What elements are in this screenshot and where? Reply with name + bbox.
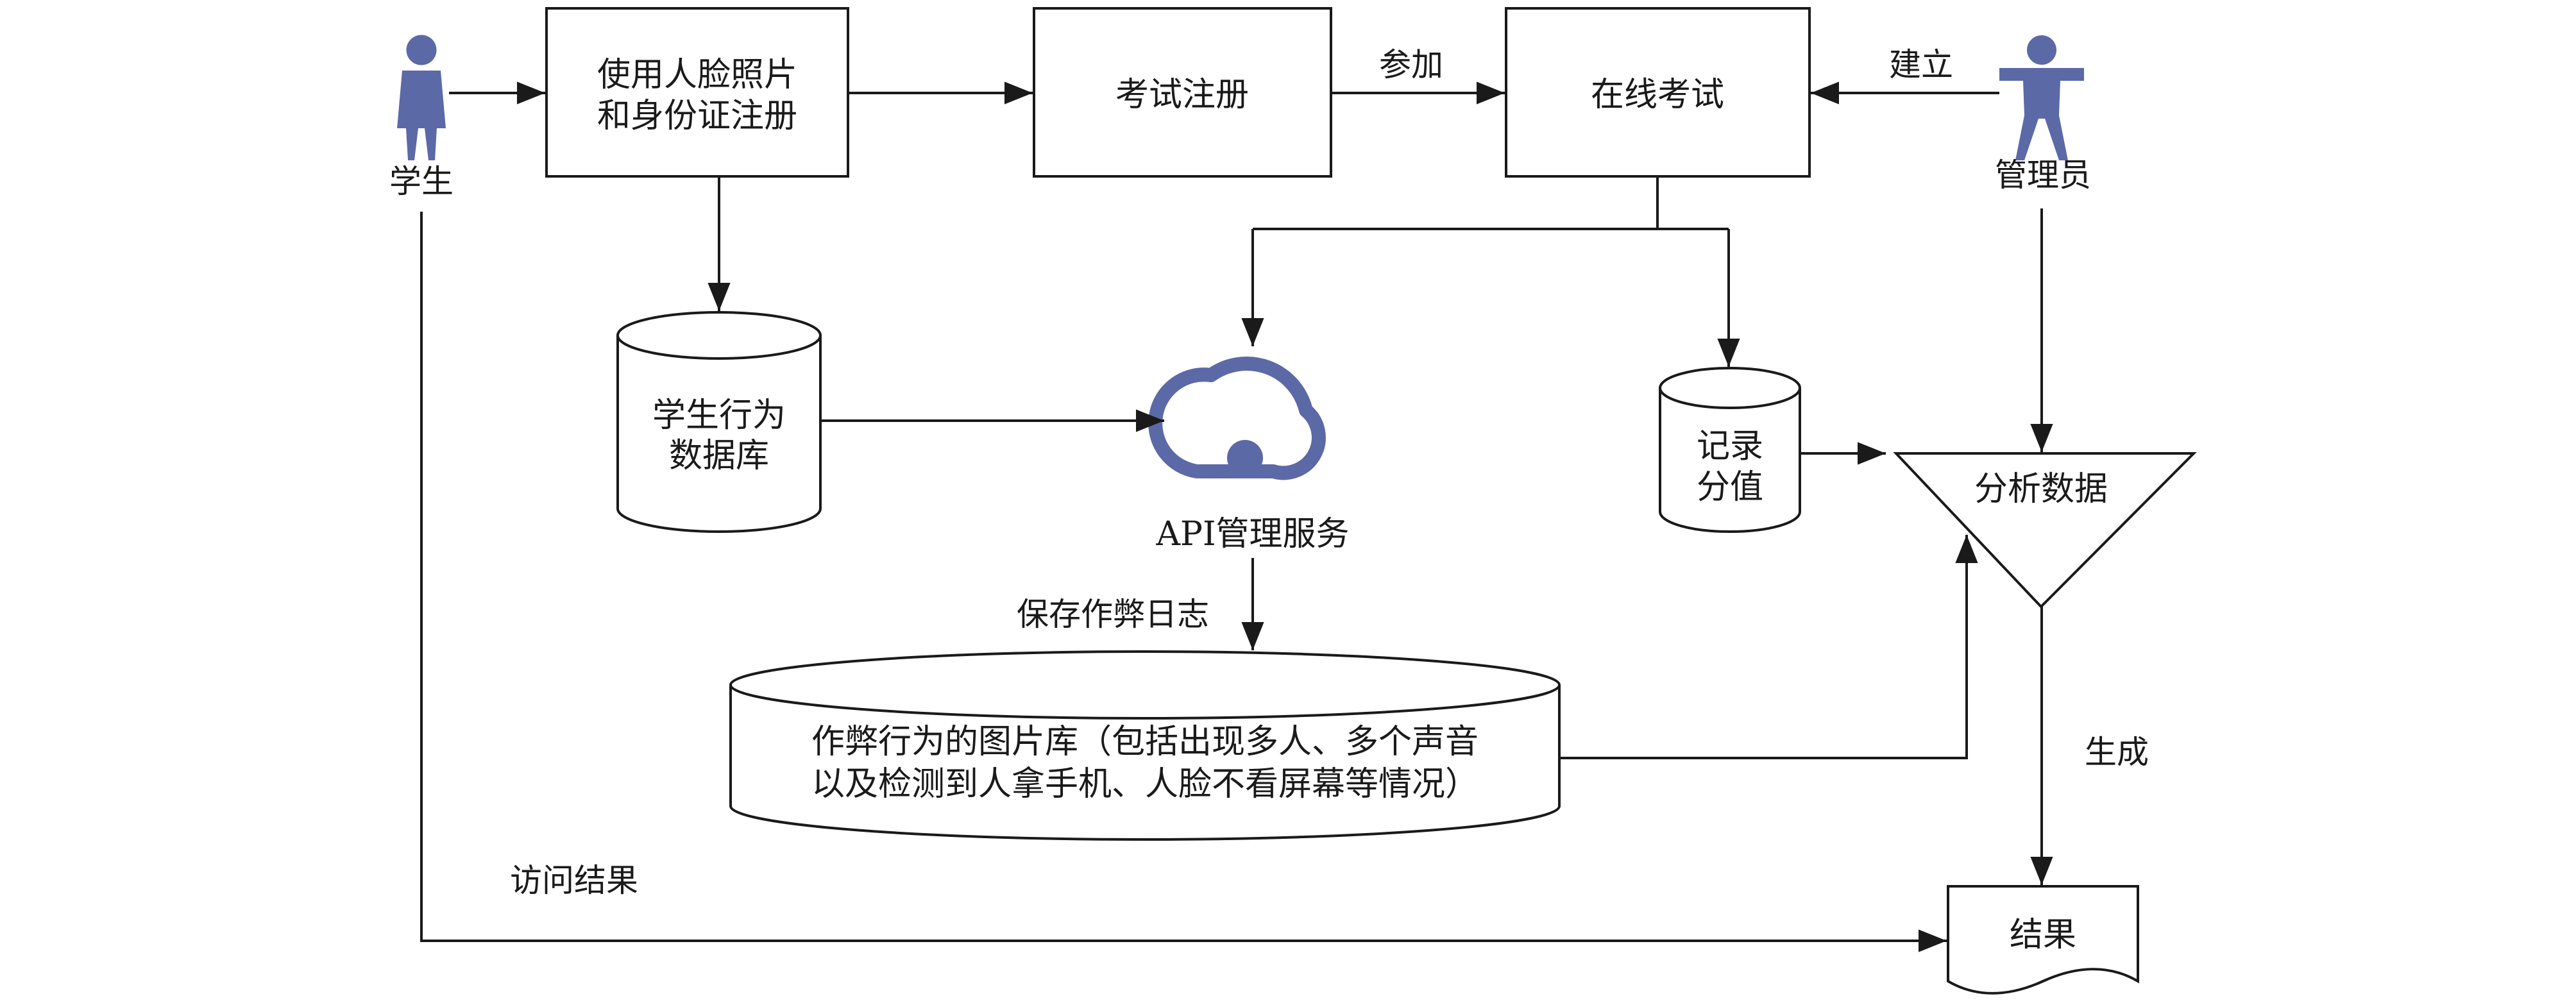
student-label: 学生 [389, 163, 453, 200]
edge-label-generate: 生成 [2085, 734, 2149, 771]
analyze-funnel [1893, 452, 2197, 609]
edge-label-create: 建立 [1889, 46, 1953, 83]
record-score-line-1: 记录 [1697, 427, 1763, 466]
cloud-api-icon [1148, 357, 1326, 480]
cheat-gallery-line-2: 以及检测到人拿手机、人脸不看屏幕等情况） [811, 765, 1479, 804]
analyze-label: 分析数据 [1974, 470, 2108, 509]
register-face-line-1: 使用人脸照片 [597, 56, 797, 94]
edge-label-access-result: 访问结果 [510, 862, 638, 899]
edge-label-join: 参加 [1379, 46, 1443, 83]
edge-gallery-analyze [1559, 535, 1978, 759]
behavior-db-line-1: 学生行为 [652, 396, 786, 435]
student-actor-icon [397, 35, 446, 160]
cheat-gallery-cylinder [729, 650, 1561, 841]
record-score-cylinder [1659, 367, 1801, 533]
admin-label: 管理员 [1995, 156, 2091, 194]
edge-online-branch [1253, 176, 1729, 230]
online-exam-label: 在线考试 [1591, 76, 1724, 114]
exam-register-box [1033, 7, 1332, 178]
register-face-box [545, 7, 849, 178]
behavior-db-line-2: 数据库 [669, 437, 769, 475]
register-face-line-2: 和身份证注册 [597, 97, 797, 135]
result-label: 结果 [2010, 916, 2076, 954]
cheat-gallery-line-1: 作弊行为的图片库（包括出现多人、多个声音 [811, 723, 1479, 761]
admin-actor-icon [1999, 35, 2084, 160]
edge-student-result [420, 212, 1947, 952]
record-score-line-2: 分值 [1697, 468, 1763, 507]
behavior-db-cylinder [616, 311, 822, 533]
result-document [1947, 885, 2139, 995]
edge-label-save-log: 保存作弊日志 [1017, 596, 1209, 633]
api-service-label: API管理服务 [1155, 515, 1349, 553]
online-exam-box [1505, 7, 1811, 178]
exam-register-label: 考试注册 [1115, 76, 1249, 114]
